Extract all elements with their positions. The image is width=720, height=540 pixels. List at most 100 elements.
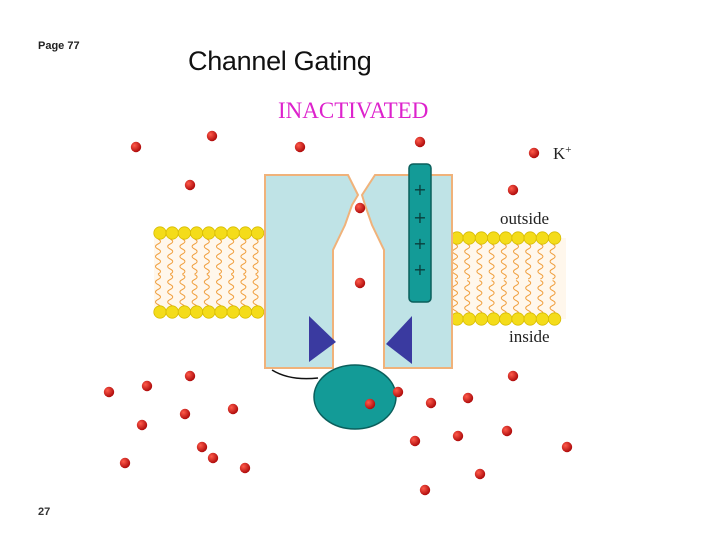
potassium-ion (364, 398, 376, 410)
lipid-tail (513, 243, 519, 280)
left-gate-triangle (309, 316, 336, 362)
lipid-tail (167, 238, 174, 275)
channel-state-label: INACTIVATED (278, 98, 429, 123)
potassium-ion (184, 370, 196, 382)
lipid-tail (525, 243, 532, 280)
potassium-ion (136, 419, 148, 431)
lipid-head (535, 231, 550, 245)
potassium-ion (414, 136, 426, 148)
lipid-head (251, 305, 265, 319)
lipid-tail (240, 274, 247, 310)
lipid-head (226, 226, 240, 240)
sensor-charge: + (413, 260, 426, 279)
lipid-head (486, 231, 501, 245)
potassium-ion (507, 184, 519, 196)
potassium-ion (207, 452, 219, 464)
membrane-left (153, 226, 266, 319)
potassium-ion (119, 457, 131, 469)
lipid-tail (488, 243, 495, 280)
lipid-head (547, 312, 562, 326)
potassium-ion (425, 397, 437, 409)
potassium-ion (452, 430, 464, 442)
potassium-ion (179, 408, 191, 420)
lipid-head (190, 305, 204, 319)
lipid-head (238, 305, 252, 319)
lipid-tail (179, 238, 186, 275)
lipid-tail (476, 280, 483, 316)
lipid-head (486, 312, 501, 326)
lipid-head (202, 305, 216, 319)
lipid-head (462, 312, 476, 326)
page-number: 27 (38, 506, 51, 518)
potassium-ion (354, 202, 366, 214)
potassium-ion (561, 441, 573, 453)
lipid-tail (513, 280, 519, 316)
lipid-tail (203, 238, 210, 275)
lipid-tail (252, 238, 259, 275)
lipid-head (535, 312, 550, 326)
lipid-tail (464, 243, 471, 280)
lipid-tail (525, 280, 532, 316)
potassium-ion (409, 435, 421, 447)
lipid-head (177, 305, 191, 319)
lipid-tail (216, 274, 222, 310)
lipid-tail (191, 238, 198, 275)
lipid-tail (476, 243, 483, 280)
slide-title: Channel Gating (188, 46, 372, 76)
lipid-head (202, 226, 216, 240)
potassium-ion (501, 425, 513, 437)
lipid-tail (488, 280, 495, 316)
lipid-head (523, 312, 537, 326)
lipid-tail (191, 274, 198, 310)
potassium-ion (141, 380, 153, 392)
potassium-ion (419, 484, 431, 496)
ion-symbol: K (553, 144, 566, 163)
lipid-tail (167, 274, 174, 310)
potassium-ion (103, 386, 115, 398)
potassium-ion (206, 130, 218, 142)
channel-left-subunit (264, 174, 360, 369)
potassium-ions (103, 130, 573, 496)
membrane-right (450, 231, 566, 326)
lipid-head (474, 231, 488, 245)
potassium-ion (354, 277, 366, 289)
inactivation-tether (271, 369, 319, 380)
potassium-ion (227, 403, 239, 415)
lipid-head (238, 226, 252, 240)
lipid-head (214, 226, 228, 240)
potassium-ion (392, 386, 404, 398)
potassium-ion (130, 141, 142, 153)
inactivation-ball (313, 364, 397, 430)
sensor-charge: + (413, 208, 426, 227)
lipid-tail (203, 274, 210, 310)
lipid-tail (228, 238, 235, 275)
potassium-ion (474, 468, 486, 480)
lipid-tail (549, 243, 556, 280)
right-gate-triangle (386, 316, 412, 364)
lipid-tail (216, 238, 222, 275)
lipid-head (153, 305, 167, 319)
potassium-ion (239, 462, 251, 474)
lipid-tail (240, 238, 247, 275)
lipid-head (251, 226, 265, 240)
lipid-tail (155, 274, 161, 310)
lipid-head (226, 305, 240, 319)
lipid-tail (537, 243, 544, 280)
lipid-tail (179, 274, 186, 310)
lipid-tail (228, 274, 235, 310)
lipid-tail (500, 280, 507, 316)
lipid-tail (500, 243, 507, 280)
lipid-head (177, 226, 191, 240)
lipid-head (190, 226, 204, 240)
lipid-head (523, 231, 537, 245)
sensor-charge: + (413, 234, 426, 253)
lipid-tail (537, 280, 544, 316)
potassium-ion (507, 370, 519, 382)
potassium-ion (294, 141, 306, 153)
lipid-tail (549, 280, 556, 316)
lipid-head (474, 312, 488, 326)
potassium-ion (184, 179, 196, 191)
lipid-head (547, 231, 562, 245)
lipid-head (165, 226, 179, 240)
potassium-ion (196, 441, 208, 453)
